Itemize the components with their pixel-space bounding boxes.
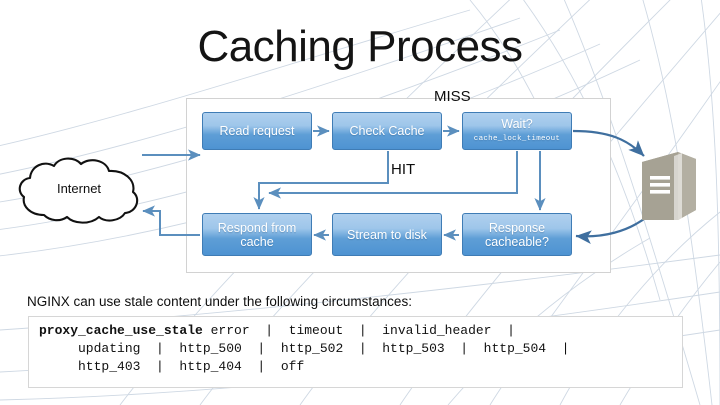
- caption-text: NGINX can use stale content under the fo…: [27, 294, 412, 309]
- flow-box-stream-to-disk-label: Stream to disk: [347, 227, 427, 242]
- flow-box-read-request[interactable]: Read request: [202, 112, 312, 150]
- flow-box-check-cache-label: Check Cache: [349, 124, 425, 138]
- flow-box-respond-from-cache[interactable]: Respond from cache: [202, 213, 312, 256]
- internet-cloud: Internet: [14, 155, 144, 227]
- code-line-1-rest: error | timeout | invalid_header |: [202, 323, 515, 338]
- code-directive: proxy_cache_use_stale: [39, 323, 203, 338]
- flow-box-wait[interactable]: Wait? cache_lock_timeout: [462, 112, 572, 150]
- page-title: Caching Process: [197, 22, 523, 71]
- code-line-2: updating | http_500 | http_502 | http_50…: [39, 341, 570, 356]
- origin-server: [638, 148, 700, 224]
- flow-box-stream-to-disk[interactable]: Stream to disk: [332, 213, 442, 256]
- server-icon: [642, 152, 696, 222]
- flow-box-respond-from-cache-label: Respond from cache: [217, 220, 297, 249]
- flow-box-read-request-label: Read request: [219, 124, 295, 138]
- flow-box-check-cache[interactable]: Check Cache: [332, 112, 442, 150]
- cloud-icon: [18, 157, 139, 224]
- code-block[interactable]: proxy_cache_use_stale error | timeout | …: [28, 316, 683, 388]
- internet-cloud-label: Internet: [56, 181, 102, 196]
- edge-label-hit: HIT: [391, 161, 416, 178]
- edge-label-miss: MISS: [434, 88, 471, 105]
- flow-box-wait-label: Wait?: [501, 116, 533, 131]
- flow-box-response-cacheable[interactable]: Response cacheable?: [462, 213, 572, 256]
- code-line-3: http_403 | http_404 | off: [39, 359, 305, 374]
- flow-box-wait-sublabel: cache_lock_timeout: [473, 134, 561, 143]
- flow-box-response-cacheable-label: Response cacheable?: [485, 220, 549, 249]
